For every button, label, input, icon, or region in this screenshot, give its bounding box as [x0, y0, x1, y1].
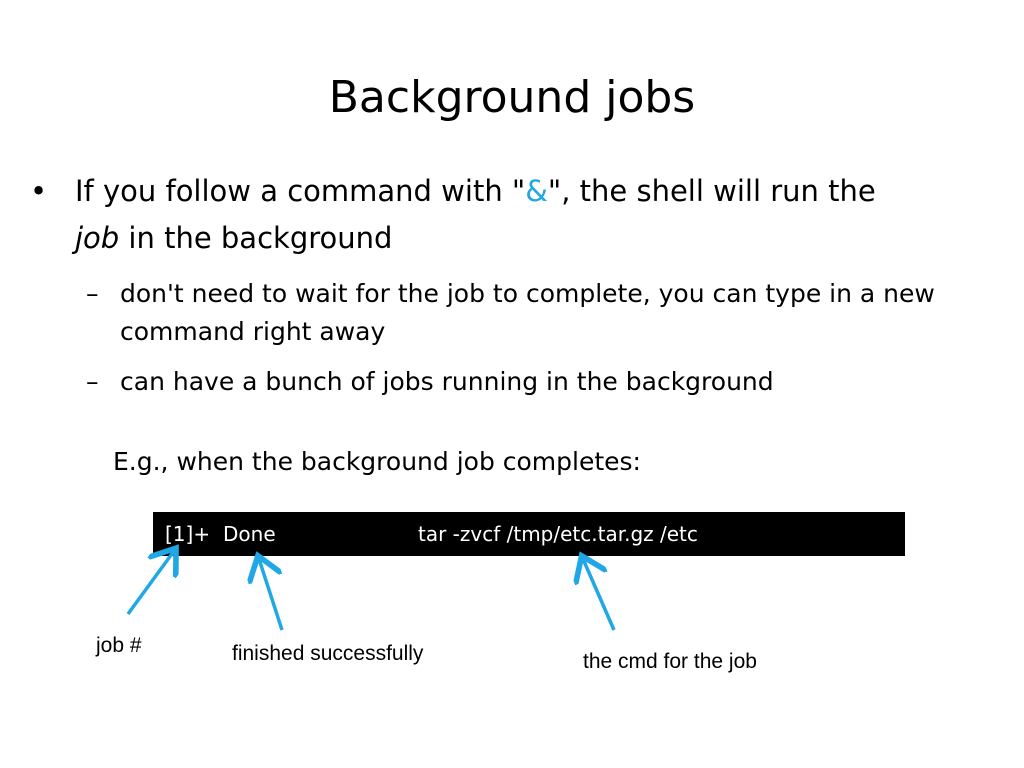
slide-title: Background jobs [328, 72, 696, 123]
sub-bullet-1-text: don't need to wait for the job to comple… [120, 279, 935, 346]
example-label: E.g., when the background job completes: [113, 447, 641, 476]
sub-bullet-1: – don't need to wait for the job to comp… [86, 275, 990, 351]
annotation-command: the cmd for the job [583, 650, 757, 673]
arrow-to-command-icon [583, 559, 616, 631]
bullet-dot-icon: • [30, 174, 48, 208]
bullet-italic-job: job [75, 221, 120, 255]
terminal-output-line: [1]+ Done tar -zvcf /tmp/etc.tar.gz /etc [153, 512, 905, 556]
bullet-text-after: ", the shell will run the [547, 174, 876, 208]
main-bullet: • If you follow a command with "&", the … [30, 168, 1005, 262]
dash-icon: – [86, 367, 99, 396]
ampersand-symbol: & [525, 174, 548, 208]
bullet-text-end: in the background [119, 221, 393, 255]
arrow-to-status-icon [259, 559, 284, 631]
terminal-status: Done [223, 522, 276, 546]
dash-icon: – [86, 279, 99, 308]
annotation-job-number: job # [96, 634, 142, 657]
sub-bullet-2-text: can have a bunch of jobs running in the … [120, 367, 774, 396]
bullet-text-before: If you follow a command with " [75, 174, 526, 208]
terminal-job-number: [1]+ [165, 522, 211, 546]
annotation-status: finished successfully [232, 642, 424, 665]
terminal-command: tar -zvcf /tmp/etc.tar.gz /etc [418, 522, 698, 546]
arrow-to-job-number-icon [126, 551, 174, 616]
sub-bullet-2: – can have a bunch of jobs running in th… [86, 363, 990, 401]
